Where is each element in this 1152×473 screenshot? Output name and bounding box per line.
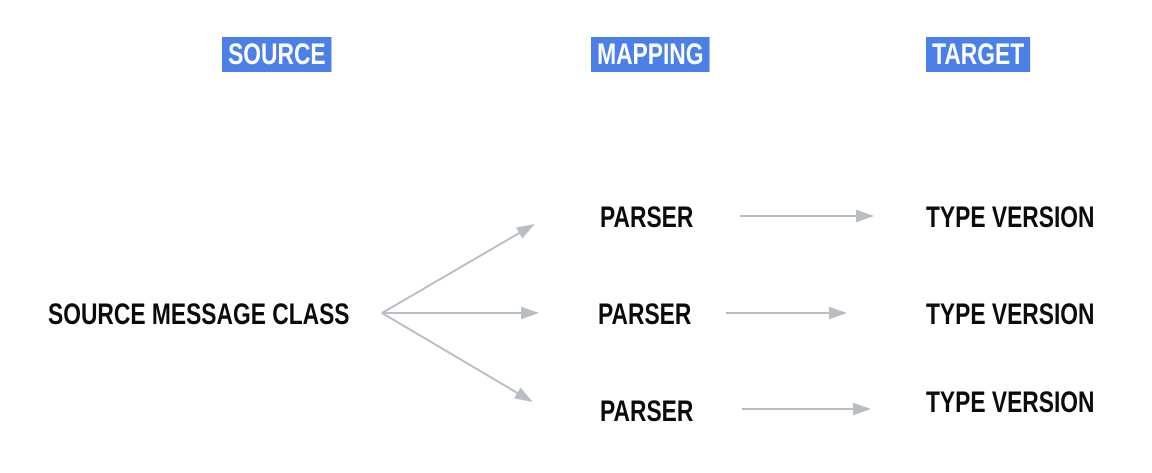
fan-arrow-top — [381, 223, 535, 314]
parser-node-1: PARSER — [600, 201, 694, 234]
type-version-node-3: TYPE VERSION — [926, 386, 1095, 419]
fan-arrow-bottom — [381, 312, 533, 403]
column-header-source: SOURCE — [222, 37, 332, 72]
column-header-mapping: MAPPING — [591, 37, 710, 72]
type-version-node-1: TYPE VERSION — [926, 201, 1095, 234]
type-version-node-2: TYPE VERSION — [926, 298, 1095, 331]
parser-node-2: PARSER — [598, 298, 692, 331]
source-message-class-node: SOURCE MESSAGE CLASS — [48, 298, 350, 331]
column-header-target: TARGET — [926, 37, 1031, 72]
parser-node-3: PARSER — [600, 395, 694, 428]
